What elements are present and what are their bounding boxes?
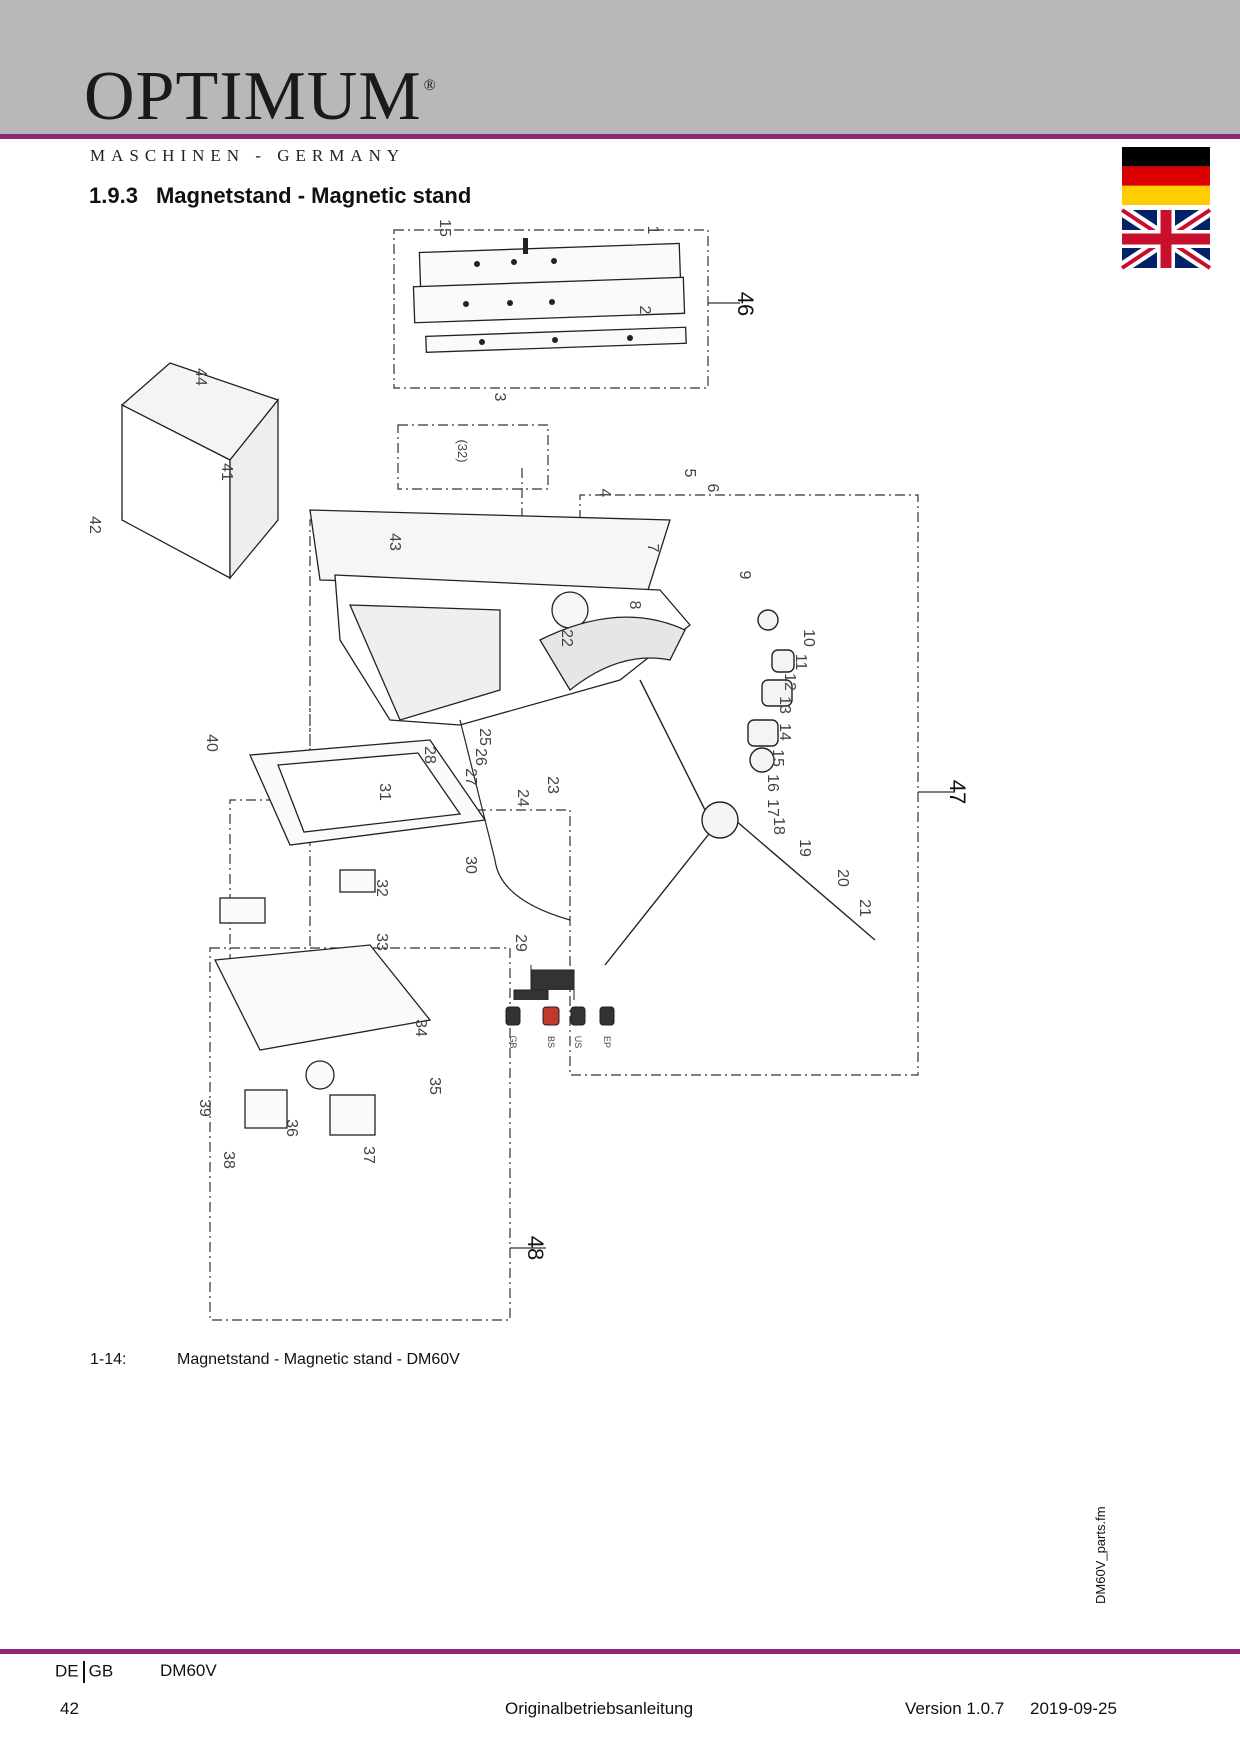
cable	[459, 719, 571, 921]
uk-flag-icon	[1118, 204, 1214, 274]
part-label: 22	[558, 629, 575, 647]
part-label: 12	[781, 673, 798, 691]
header-band	[0, 0, 1240, 134]
part-label: 23	[544, 776, 561, 794]
group-label-46: 46	[733, 292, 758, 316]
group-3-box	[397, 424, 549, 490]
part-label: 4	[596, 489, 613, 498]
figure-caption: 1-14: Magnetstand - Magnetic stand - DM60…	[90, 1351, 460, 1369]
group-label-47: 47	[945, 780, 970, 804]
part-label: 31	[376, 783, 393, 801]
part-label: 34	[412, 1019, 429, 1037]
section-number: 1.9.3	[89, 183, 138, 208]
document-date: 2019-09-25	[1030, 1699, 1117, 1718]
caption-text: Magnetstand - Magnetic stand - DM60V	[177, 1351, 460, 1368]
part-label: 1	[644, 226, 661, 235]
section-title-text: Magnetstand - Magnetic stand	[155, 183, 472, 208]
part-label: 9	[736, 571, 753, 580]
lang-gb: GB	[88, 1661, 114, 1681]
part-label: 39	[196, 1099, 213, 1117]
plug-label: BS	[546, 1036, 556, 1048]
footer-model: DM60V	[160, 1661, 217, 1680]
logo-tagline: MASCHINEN - GERMANY	[90, 146, 406, 165]
part-label: 28	[421, 746, 438, 764]
magnet-block	[120, 362, 280, 580]
sub-label: (32)	[455, 439, 470, 462]
machine-base	[309, 509, 691, 726]
part-label: 26	[472, 748, 489, 766]
part-label: 15	[769, 749, 786, 767]
part-label: 25	[476, 728, 493, 746]
group-46-box	[393, 229, 709, 389]
footer-rule	[0, 1649, 1240, 1654]
part-label: 43	[386, 533, 403, 551]
part-label: 2	[636, 306, 653, 315]
part-label: 40	[203, 734, 220, 752]
part-label: 21	[856, 899, 873, 917]
document-version: Version 1.0.7	[905, 1699, 1005, 1718]
part-label: 11	[792, 654, 809, 671]
part-label: 19	[796, 839, 813, 857]
part-label: 38	[220, 1151, 237, 1169]
part-label: 6	[704, 484, 721, 493]
document-title: Originalbetriebsanleitung	[505, 1699, 694, 1718]
part-label: 24	[514, 789, 531, 807]
optimum-logo: OPTIMUM®	[84, 58, 437, 135]
part-label: 8	[626, 601, 643, 610]
part-label: 35	[426, 1077, 443, 1095]
part-label: 20	[834, 869, 851, 887]
caption-number: 1-14:	[90, 1351, 127, 1368]
group-label-48: 48	[523, 1236, 548, 1260]
part-label: 15	[436, 219, 453, 237]
section-title: 1.9.3 Magnetstand - Magnetic stand	[89, 183, 471, 209]
control-panel	[213, 869, 432, 1136]
plug-label: EP	[602, 1036, 612, 1048]
part-label: 33	[373, 933, 390, 951]
part-label: 29	[512, 934, 529, 952]
part-label: 14	[776, 723, 793, 741]
lang-de: DE	[55, 1661, 79, 1681]
part-label: 41	[218, 463, 235, 481]
part-label: 27	[462, 768, 479, 786]
source-filename: DM60V_parts.fm	[1093, 1506, 1108, 1604]
part-label: 13	[776, 696, 793, 714]
part-label: 32	[373, 879, 390, 897]
part-label: 37	[360, 1146, 377, 1164]
part-label: 36	[283, 1119, 300, 1137]
part-label: 17	[764, 799, 781, 817]
part-label: 3	[491, 393, 508, 402]
part-label: 42	[86, 516, 103, 534]
part-label: 44	[192, 368, 209, 386]
part-label: 5	[681, 469, 698, 478]
part-label: 30	[462, 856, 479, 874]
part-label: 10	[800, 629, 817, 647]
part-label: 16	[764, 774, 781, 792]
header-rule	[0, 134, 1240, 139]
plug-label: US	[573, 1036, 583, 1049]
plug-label: GB	[508, 1035, 518, 1048]
parts-diagram: 15 1 2 3 4 5 6 7 8 9 10 11 12 13 14 15 1…	[86, 219, 970, 1321]
page-number: 42	[60, 1699, 79, 1718]
plug-icons	[505, 965, 615, 1026]
handle-assembly	[604, 609, 876, 966]
germany-flag-icon	[1122, 147, 1210, 205]
lang-separator	[82, 1661, 85, 1683]
footer-language: DE GB	[55, 1661, 113, 1683]
base-plate	[249, 739, 487, 846]
rail-assembly	[412, 242, 687, 353]
part-label: 7	[644, 544, 661, 553]
part-label: 18	[770, 817, 787, 835]
